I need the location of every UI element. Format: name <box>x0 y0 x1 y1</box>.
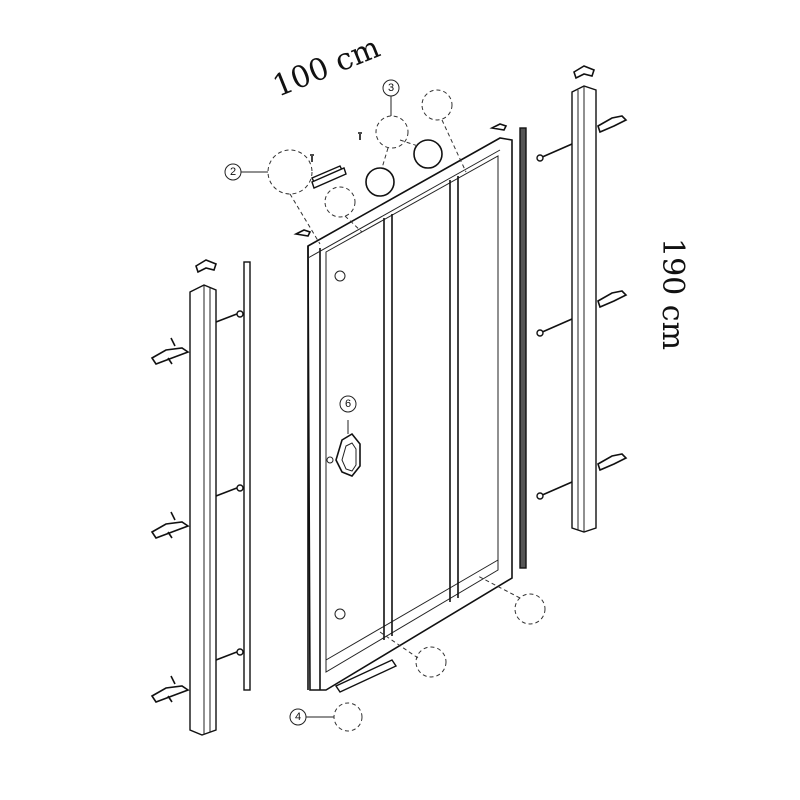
right-wall-profile <box>571 65 597 533</box>
callout-2: 2 <box>224 163 268 181</box>
callout-4: 4 <box>289 708 334 726</box>
svg-text:3: 3 <box>388 82 394 94</box>
left-wall-profile <box>189 259 217 736</box>
callout-3: 3 <box>382 79 400 116</box>
svg-text:6: 6 <box>345 398 351 410</box>
right-seal-strip <box>519 127 527 569</box>
door-frame <box>307 137 513 691</box>
left-wall-anchors <box>150 310 244 703</box>
handle <box>335 420 361 477</box>
svg-text:4: 4 <box>295 711 301 723</box>
detail-callouts <box>267 89 546 732</box>
left-seal-strip <box>243 261 251 691</box>
top-guide-bar <box>293 123 508 237</box>
callout-6: 6 <box>339 395 357 413</box>
svg-text:2: 2 <box>230 166 236 178</box>
right-wall-anchors <box>536 115 628 500</box>
